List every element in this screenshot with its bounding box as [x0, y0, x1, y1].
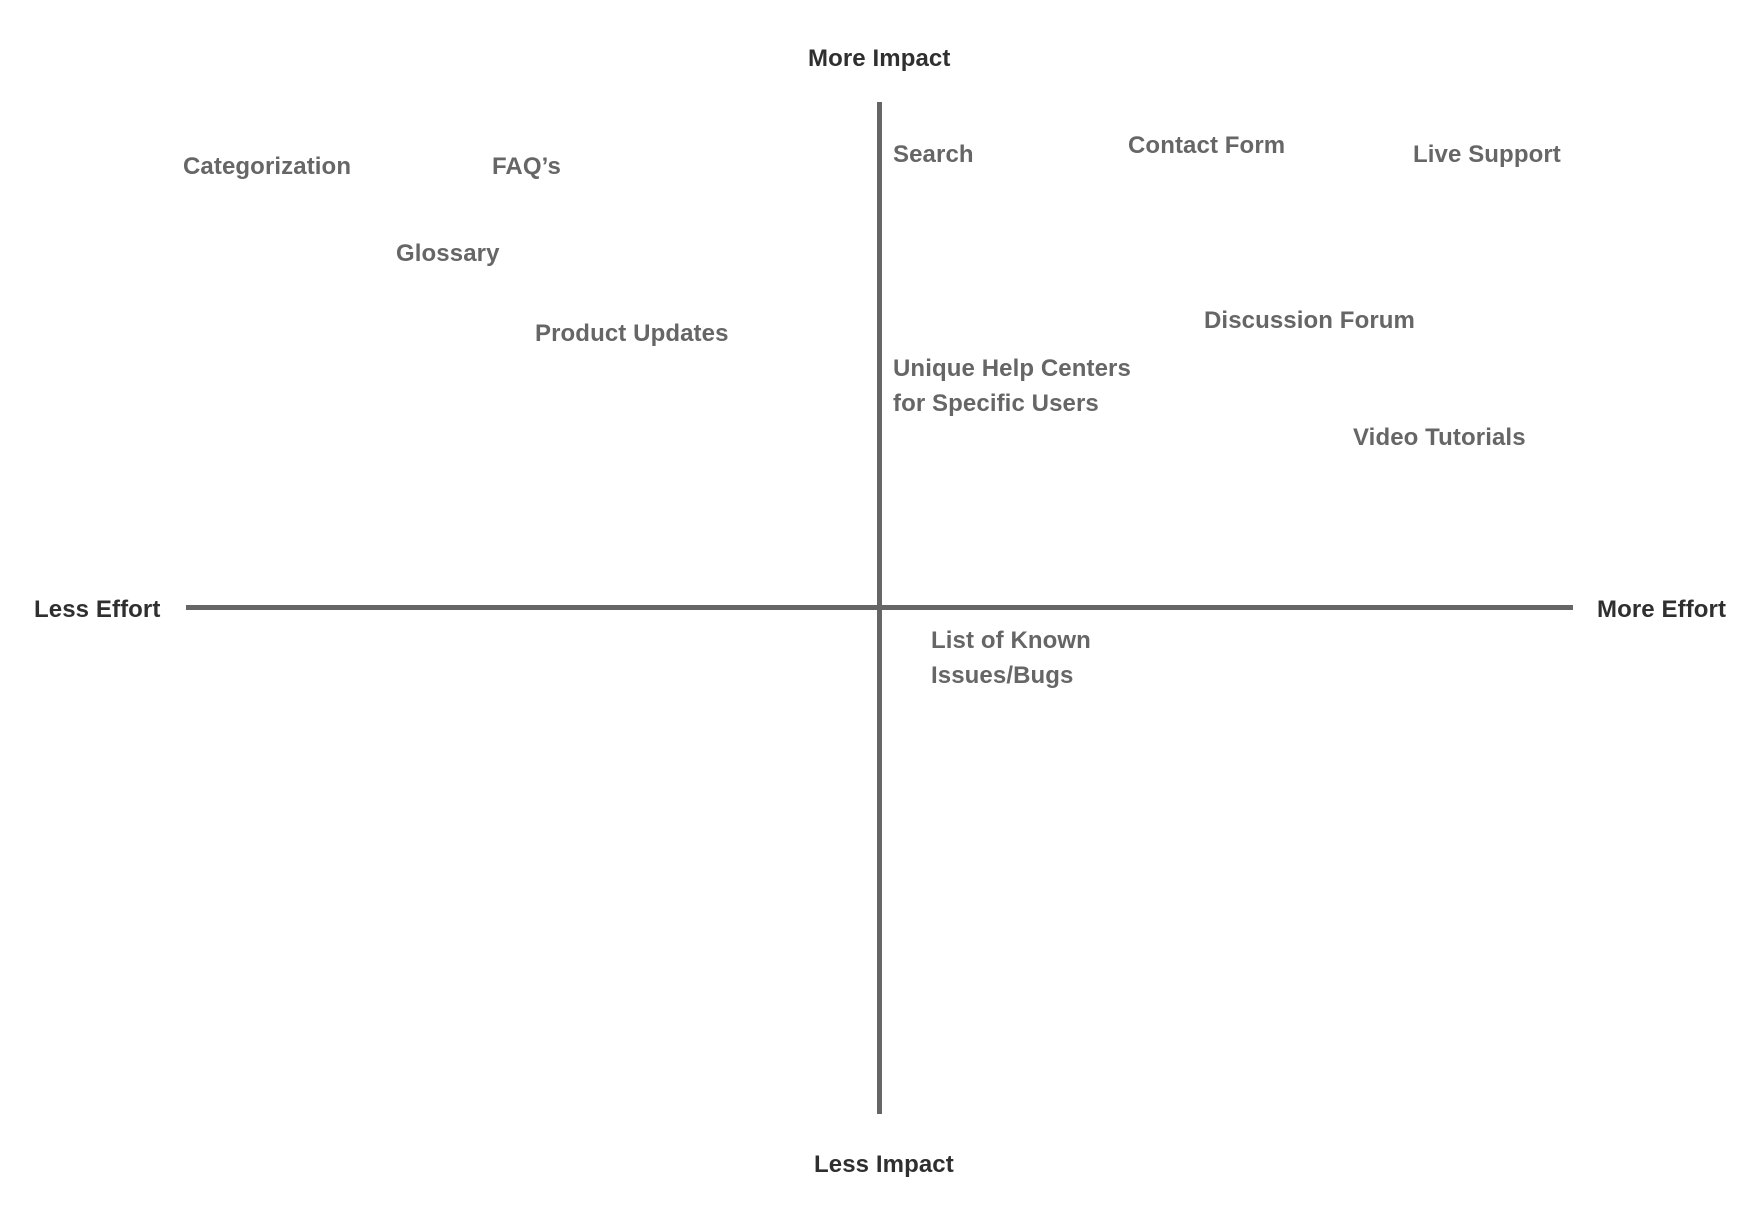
item-known-issues: List of Known Issues/Bugs: [931, 623, 1091, 693]
axis-label-less-effort: Less Effort: [34, 596, 161, 623]
axis-label-more-effort: More Effort: [1597, 596, 1727, 623]
axis-label-less-impact: Less Impact: [814, 1151, 954, 1178]
item-discussion-forum: Discussion Forum: [1204, 307, 1415, 334]
item-search: Search: [893, 141, 974, 168]
effort-axis-line: [186, 605, 1573, 610]
item-unique-help-centers-line-2: for Specific Users: [893, 390, 1099, 417]
axis-label-more-impact: More Impact: [808, 45, 951, 72]
item-product-updates: Product Updates: [535, 320, 729, 347]
item-known-issues-line-2: Issues/Bugs: [931, 662, 1074, 689]
item-unique-help-centers-line-1: Unique Help Centers: [893, 355, 1131, 382]
item-video-tutorials: Video Tutorials: [1353, 424, 1526, 451]
item-unique-help-centers: Unique Help Centers for Specific Users: [893, 351, 1131, 421]
item-faqs: FAQ’s: [492, 153, 561, 180]
item-categorization: Categorization: [183, 153, 352, 180]
item-live-support: Live Support: [1413, 141, 1561, 168]
item-contact-form: Contact Form: [1128, 132, 1286, 159]
item-known-issues-line-1: List of Known: [931, 627, 1091, 654]
item-glossary: Glossary: [396, 240, 500, 267]
